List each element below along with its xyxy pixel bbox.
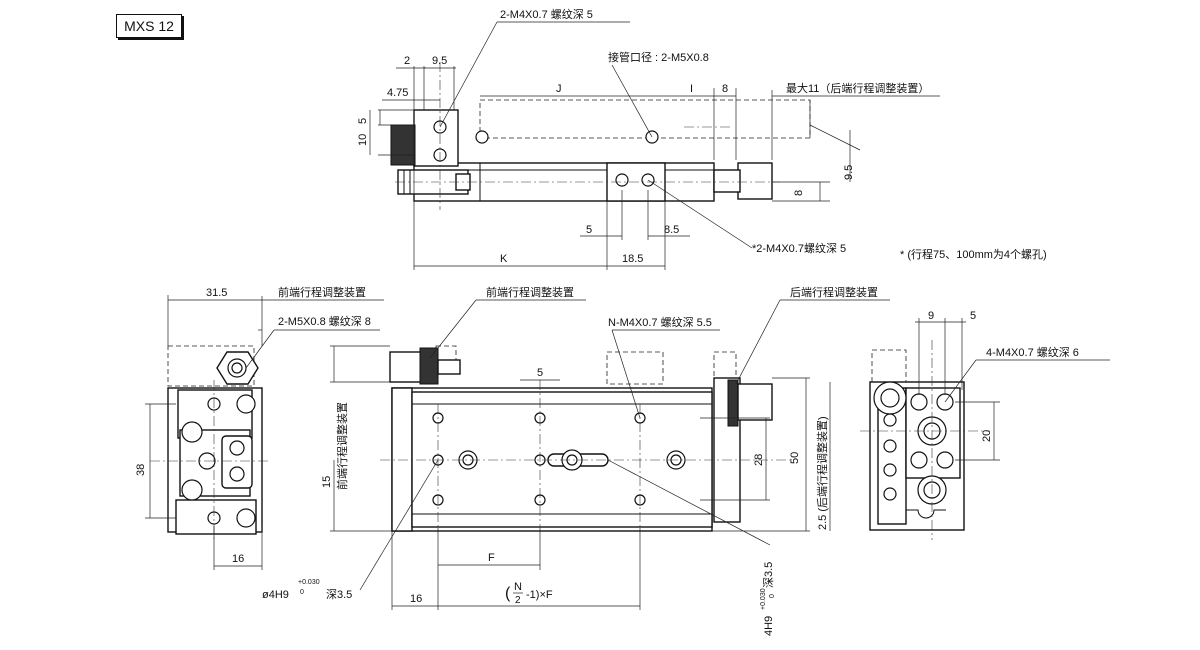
dim-2: 2 [404,55,410,67]
formula-2: 2 [515,595,521,606]
top-callout-thread: 2-M4X0.7 螺纹深 5 [500,7,593,21]
front-callout-rear-adjust: 后端行程调整装置 [790,285,878,299]
left-callout-front-adjust: 前端行程调整装置 [278,285,366,299]
formula-n: N [514,581,522,593]
slot-depth: 深3.5 [762,562,775,588]
front-adjust-bolt [389,351,423,383]
dim-16-left: 16 [232,553,244,565]
dim-10: 10 [357,134,369,146]
slot-tol-lower: 0 [769,594,776,598]
pin-hole-callout: ø4H9 +0.030 0 深3.5 [262,579,352,601]
slot-tol-upper: +0.030 [760,588,767,610]
dim-F: F [488,552,495,564]
left-view [145,295,384,570]
top-table-outline [479,99,811,139]
dim-9-5-right: 9.5 [843,165,855,180]
dim-I: I [690,83,693,95]
front-vertical-front-adjust: 前端行程调整装置 [335,402,349,490]
dim-8-5: 8.5 [664,224,679,236]
dim-9-5: 9.5 [432,55,447,67]
pin-hole-tol-lower: 0 [300,589,304,596]
top-hole-3 [475,130,489,144]
formula-open-paren: ( [505,585,511,602]
front-view [330,299,890,610]
dim-38: 38 [135,464,147,476]
dim-8-right: 8 [793,190,805,196]
right-view [860,318,1110,540]
dim-5-right: 5 [970,310,976,322]
dim-5-front: 5 [537,367,543,379]
dim-28: 28 [753,454,765,466]
dim-5-bottom: 5 [586,224,592,236]
right-callout-thread: 4-M4X0.7 螺纹深 6 [986,345,1079,359]
dim-18-5: 18.5 [622,253,643,265]
pin-hole-tol-upper: +0.030 [298,579,320,586]
top-right-bolt [737,162,773,200]
dim-15: 15 [321,476,333,488]
slot-callout: 4H9 +0.030 0 深3.5 [760,562,776,636]
rear-adjust-bolt [737,383,773,421]
top-callout-port: 接管口径 : 2-M5X0.8 [608,50,709,64]
dim-4-75: 4.75 [387,87,408,99]
top-note: * (行程75、100mm为4个螺孔) [900,248,1047,261]
front-callout-n-thread: N-M4X0.7 螺纹深 5.5 [608,315,712,329]
top-view [369,21,940,270]
dim-20: 20 [981,430,993,442]
dim-K: K [500,253,508,265]
front-callout-front-adjust: 前端行程调整装置 [486,285,574,299]
model-label: MXS 12 [116,14,182,38]
slot-label: 4H9 [763,616,775,636]
formula-rest: -1)×F [526,589,553,601]
front-vertical-rear-adjust: 2.5 (后端行程调整装置) [815,416,829,530]
dim-5-left: 5 [357,118,369,124]
dim-16-front: 16 [410,593,422,605]
dim-31-5: 31.5 [206,287,227,299]
dim-J: J [556,83,562,95]
top-left-stopper [390,124,416,166]
left-callout-port-thread: 2-M5X0.8 螺纹深 8 [278,314,371,328]
pin-hole-depth: 深3.5 [326,588,352,601]
top-callout-thread-bottom: *2-M4X0.7螺纹深 5 [752,241,846,255]
top-callout-max: 最大11（后端行程调整装置） [786,81,929,95]
dim-9-right: 9 [928,310,934,322]
dim-50: 50 [789,452,801,464]
pitch-formula: ( N 2 -1)×F [505,581,553,606]
pin-hole-label: ø4H9 [262,589,289,601]
dim-8-top: 8 [722,83,728,95]
